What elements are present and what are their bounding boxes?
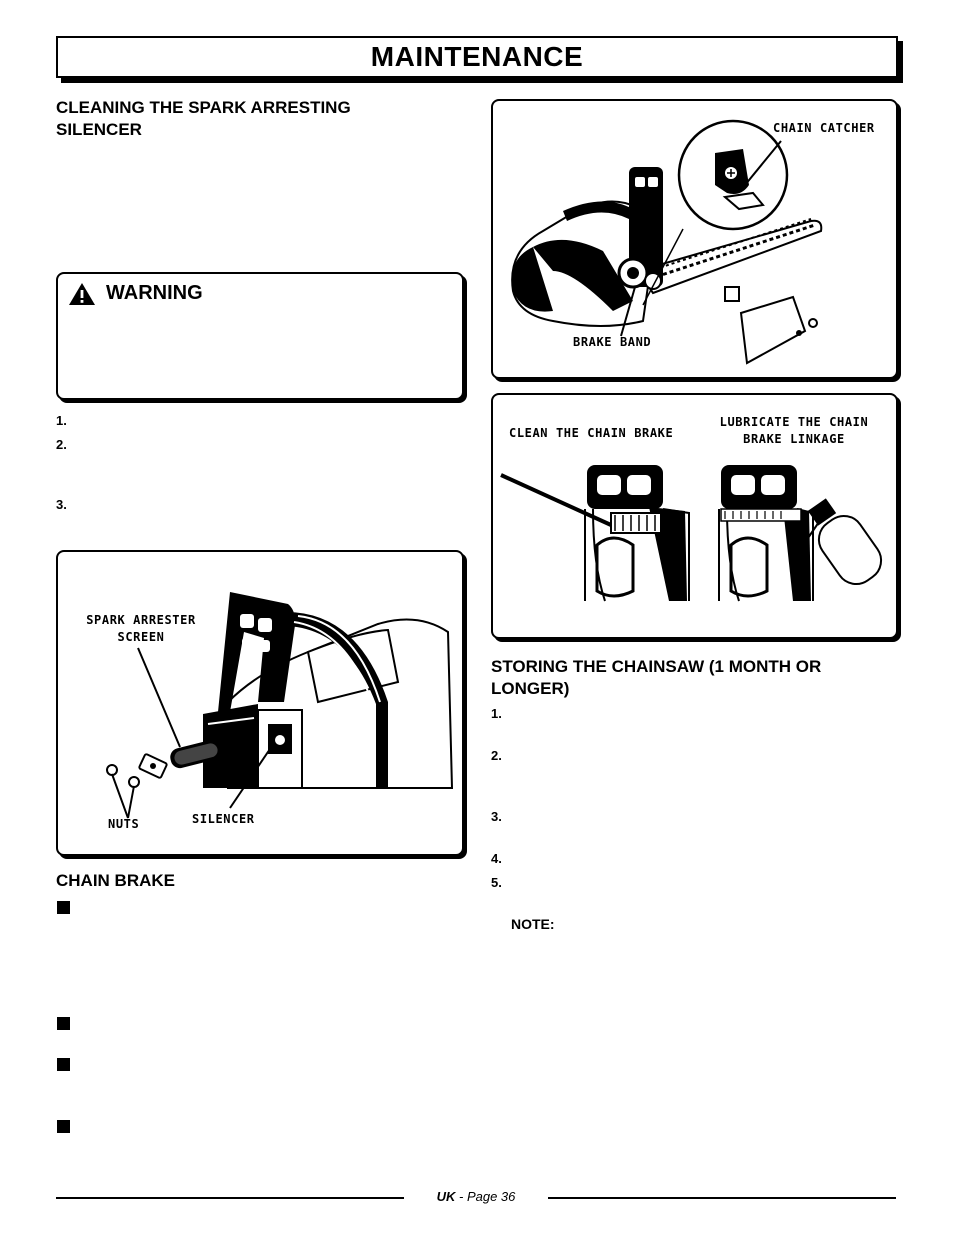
right-step-2: 2.: [491, 748, 502, 763]
note-label: NOTE:: [511, 916, 555, 932]
warning-box: WARNING: [56, 272, 464, 400]
left-step-2: 2.: [56, 437, 67, 452]
right-step-3: 3.: [491, 809, 502, 824]
footer-page-number: UK - Page 36: [418, 1189, 534, 1204]
label-silencer: SILENCER: [192, 812, 255, 826]
right-step-5: 5.: [491, 875, 502, 890]
section-title-storing: STORING THE CHAINSAW (1 MONTH OR LONGER): [491, 657, 822, 698]
warning-triangle-icon: [69, 283, 95, 305]
footer-region: UK: [436, 1189, 456, 1204]
section-title-spark-arresting: CLEANING THE SPARK ARRESTING SILENCER: [56, 98, 351, 139]
bullet-square: [57, 901, 70, 914]
footer-rule-left: [56, 1197, 404, 1199]
label-nuts: NUTS: [108, 817, 140, 831]
footer-rule-right: [548, 1197, 896, 1199]
right-step-4: 4.: [491, 851, 502, 866]
label-clean-chain-brake: CLEAN THE CHAIN BRAKE: [509, 426, 674, 440]
footer-page: - Page 36: [459, 1189, 516, 1204]
bullet-square: [57, 1120, 70, 1133]
page-title: MAINTENANCE: [56, 36, 898, 78]
warning-label: WARNING: [106, 282, 203, 304]
figure-clean-lubricate: CLEAN THE CHAIN BRAKE LUBRICATE THE CHAI…: [491, 393, 898, 639]
chainsaw-silencer-illustration: [106, 592, 454, 819]
right-step-1: 1.: [491, 706, 502, 721]
bullet-square: [57, 1058, 70, 1071]
chainsaw-brake-band-illustration: [511, 119, 823, 365]
figure-silencer: SPARK ARRESTER SCREEN NUTS SILENCER: [56, 550, 464, 856]
chain-brake-maintenance-illustration: [500, 465, 883, 602]
section-title-chain-brake: CHAIN BRAKE: [56, 871, 175, 890]
figure-chain-catcher: CHAIN CATCHER BRAKE BAND: [491, 99, 898, 379]
label-brake-band: BRAKE BAND: [573, 335, 652, 349]
label-lubricate-linkage: LUBRICATE THE CHAIN BRAKE LINKAGE: [719, 415, 869, 446]
label-spark-arrester-screen: SPARK ARRESTER SCREEN: [86, 613, 196, 644]
bullet-square: [57, 1017, 70, 1030]
left-step-3: 3.: [56, 497, 67, 512]
left-step-1: 1.: [56, 413, 67, 428]
label-chain-catcher: CHAIN CATCHER: [773, 121, 875, 135]
